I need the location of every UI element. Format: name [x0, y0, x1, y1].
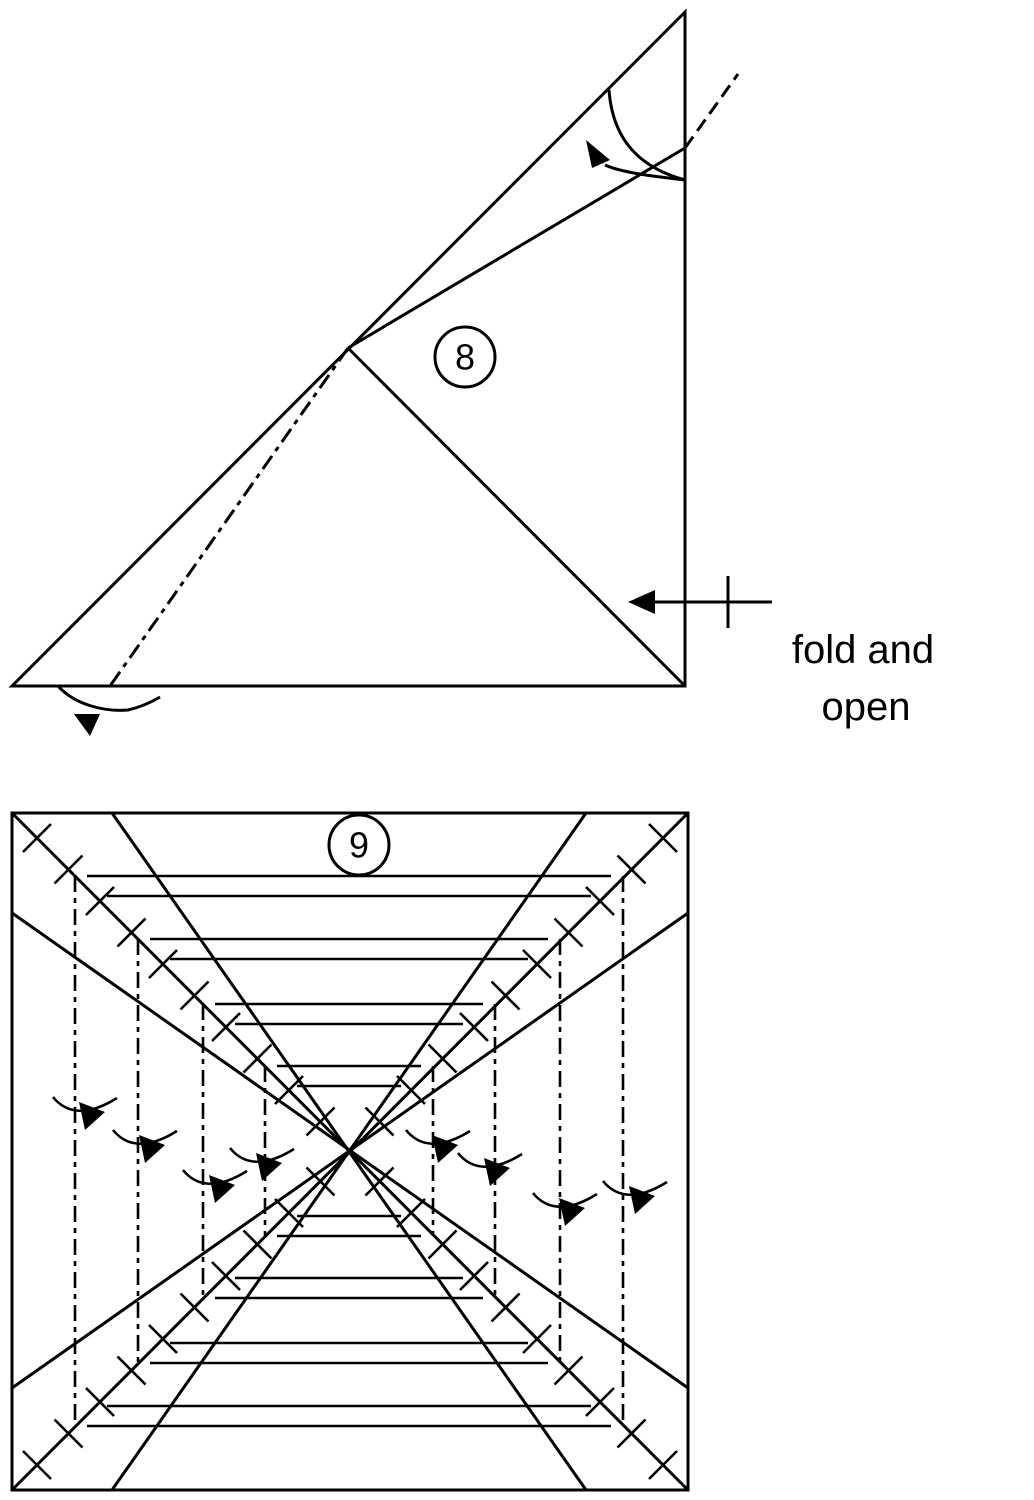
step-8-number: 8 [455, 337, 475, 378]
x-tick [522, 1324, 552, 1354]
x-tick [22, 1450, 52, 1480]
x-tick [648, 823, 678, 853]
pleat-arrow-icon [531, 1192, 598, 1226]
pleat-arrow-icon [456, 1152, 523, 1186]
pleat-arrows [51, 1096, 668, 1226]
x-tick [616, 854, 647, 885]
x-tick [427, 1043, 458, 1074]
x-tick-marks [22, 823, 678, 1480]
x-tick [616, 1418, 647, 1449]
x-tick [396, 1198, 426, 1228]
x-tick [522, 949, 552, 979]
pleat-arrow-icon [51, 1096, 118, 1130]
x-tick [305, 1106, 336, 1137]
step-9-diagram: 9 [10, 811, 690, 1492]
x-tick [490, 980, 521, 1011]
x-tick [179, 980, 210, 1011]
fan-line [11, 911, 689, 1390]
fold-and-unfold-arrow-icon [628, 576, 772, 628]
valley-fold-extension-line [683, 73, 740, 149]
step-9-number-badge: 9 [327, 813, 391, 877]
pleat-arrow-icon [181, 1169, 248, 1203]
x-tick [274, 1075, 304, 1105]
x-tick [364, 1106, 395, 1137]
caption-line-2: open [822, 685, 911, 729]
x-tick [274, 1198, 304, 1228]
x-tick [53, 854, 84, 885]
x-tick [85, 886, 115, 916]
pleat-arrow-icon [404, 1129, 471, 1163]
x-tick [427, 1229, 458, 1260]
paper-square [10, 811, 690, 1492]
x-tick [148, 949, 178, 979]
x-tick [53, 1418, 84, 1449]
fold-edge-line [347, 146, 686, 350]
x-tick [585, 1387, 615, 1417]
x-tick [116, 1355, 147, 1386]
mountain-fold-line [108, 347, 350, 687]
x-tick [22, 823, 52, 853]
caption-line-1: fold and [792, 628, 934, 672]
x-tick [364, 1166, 395, 1197]
x-tick [459, 1261, 489, 1291]
x-tick [585, 886, 615, 916]
x-tick [242, 1043, 273, 1074]
crease-pattern [10, 811, 690, 1492]
pleat-arrow-icon [601, 1180, 668, 1214]
x-tick [85, 1387, 115, 1417]
mountain-fold-arrow-icon [56, 684, 161, 736]
x-tick [242, 1229, 273, 1260]
step-9-number: 9 [349, 825, 369, 866]
x-tick [179, 1292, 210, 1323]
pleat-arrow-icon [111, 1129, 178, 1163]
crease-line [346, 346, 687, 688]
x-tick [305, 1166, 336, 1197]
x-tick [553, 1355, 584, 1386]
step-8-number-badge: 8 [433, 325, 497, 389]
x-tick [396, 1075, 426, 1105]
valley-fold-arrow-icon [586, 89, 686, 182]
x-tick [211, 1261, 241, 1291]
x-tick [490, 1292, 521, 1323]
x-tick [211, 1012, 241, 1042]
x-tick [553, 917, 584, 948]
pleat-arrow-icon [228, 1147, 295, 1181]
x-tick [459, 1012, 489, 1042]
x-tick [116, 917, 147, 948]
x-tick [648, 1450, 678, 1480]
step-8-diagram: 8 fold and open [8, 8, 934, 736]
x-tick [148, 1324, 178, 1354]
